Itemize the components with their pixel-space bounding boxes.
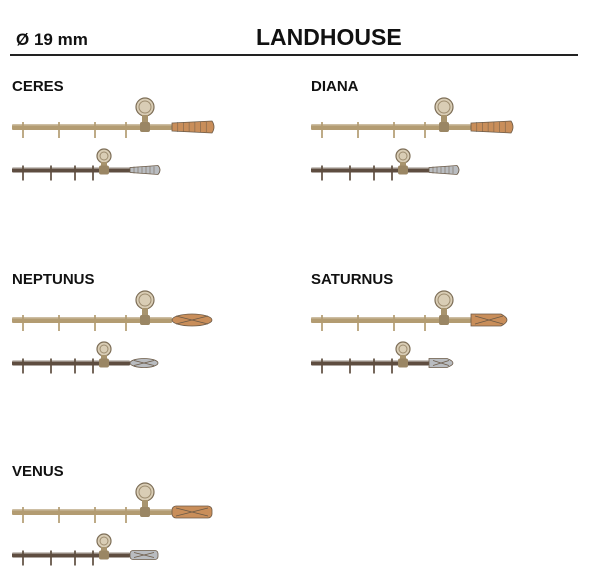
product-ceres: CERES <box>12 78 272 198</box>
product-name-saturnus: SATURNUS <box>311 271 394 288</box>
product-diana: DIANA <box>311 78 571 198</box>
product-venus: VENUS <box>12 463 272 583</box>
curtain-rod-illustration-diana <box>311 97 514 181</box>
product-neptunus: NEPTUNUS <box>12 271 272 391</box>
curtain-rod-illustration-venus <box>12 482 213 566</box>
product-name-venus: VENUS <box>12 463 64 480</box>
title-divider <box>10 54 578 56</box>
curtain-rod-illustration-saturnus <box>311 290 508 374</box>
product-name-neptunus: NEPTUNUS <box>12 271 95 288</box>
diameter-label: Ø 19 mm <box>16 30 88 49</box>
curtain-rod-illustration-neptunus <box>12 290 213 374</box>
product-name-diana: DIANA <box>311 78 359 95</box>
product-name-ceres: CERES <box>12 78 64 95</box>
product-saturnus: SATURNUS <box>311 271 571 391</box>
page-title: LANDHOUSE <box>256 24 402 50</box>
curtain-rod-illustration-ceres <box>12 97 215 181</box>
